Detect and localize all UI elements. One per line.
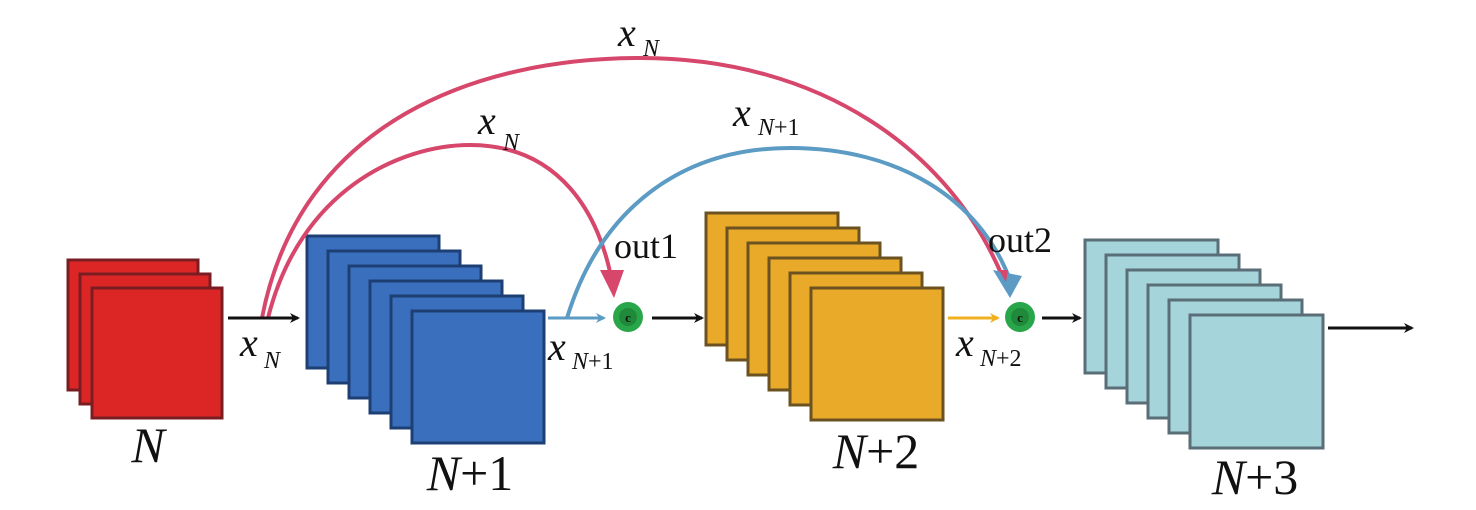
label-main: x — [239, 320, 258, 365]
feature-map-blocks — [66, 211, 1325, 450]
block-stack-nplus1 — [305, 234, 546, 445]
label-subscript: N — [263, 348, 282, 374]
concat-inner — [619, 308, 637, 326]
sub-plus: +1 — [588, 349, 614, 375]
label-main: x — [547, 324, 566, 369]
inner-red-arrowhead — [600, 270, 624, 298]
blue-arrowhead — [993, 270, 1022, 298]
label-suffix: +3 — [1245, 449, 1298, 505]
concat-node-out2: c — [1005, 302, 1035, 332]
blue-skip-arc — [565, 145, 1012, 319]
edge-label-xn2: x N+2 — [955, 320, 1022, 372]
label-subscript: N+2 — [979, 346, 1022, 372]
label-main: x — [617, 10, 636, 55]
concat-node-out1: c — [613, 302, 643, 332]
feature-map-layer — [809, 286, 945, 422]
out1-label: out1 — [614, 226, 678, 266]
label-subscript: N — [642, 36, 661, 62]
block-stack-n — [66, 258, 224, 420]
label-main: x — [732, 90, 751, 135]
feature-map-layer — [410, 309, 546, 445]
block-label-n: N — [130, 417, 167, 473]
block-stack-nplus2 — [704, 211, 945, 422]
skip-connections — [260, 55, 1022, 319]
sub-n: N — [571, 349, 590, 375]
feature-map-layer — [1188, 313, 1325, 450]
edge-label-xn1: x N+1 — [547, 324, 614, 375]
inner-red-skip-arc — [266, 142, 614, 319]
sub-plus: +2 — [996, 346, 1022, 372]
label-suffix: +2 — [866, 423, 919, 479]
label-n: N — [426, 445, 463, 501]
arc-label-inner-red: x N — [477, 98, 521, 156]
arc-label-blue: x N+1 — [732, 90, 800, 141]
edge-label-xn: x N — [239, 320, 282, 374]
concat-symbol: c — [625, 310, 631, 325]
outer-red-arrowhead-tip — [999, 270, 1008, 282]
flow-arrows — [228, 313, 1414, 333]
block-label-n2: N+2 — [832, 423, 920, 479]
sub-plus: +1 — [774, 115, 800, 141]
sub-n: N — [979, 346, 998, 372]
block-stack-nplus3 — [1083, 238, 1325, 450]
block-label-n3: N+3 — [1211, 449, 1299, 505]
label-subscript: N+1 — [571, 349, 614, 375]
label-n: N — [832, 423, 869, 479]
outer-red-skip-arc — [260, 55, 1005, 319]
label-main: x — [477, 98, 496, 143]
arc-label-outer-red: x N — [617, 10, 661, 62]
concat-inner — [1011, 308, 1029, 326]
label-subscript: N+1 — [757, 115, 800, 141]
block-label-n1: N+1 — [426, 445, 514, 501]
concat-symbol: c — [1017, 310, 1023, 325]
feature-map-layer — [90, 286, 224, 420]
label-suffix: +1 — [460, 445, 513, 501]
label-n: N — [1211, 449, 1248, 505]
out2-label: out2 — [988, 220, 1052, 260]
sub-n: N — [757, 115, 776, 141]
label-main: x — [955, 320, 974, 365]
label-subscript: N — [502, 130, 521, 156]
